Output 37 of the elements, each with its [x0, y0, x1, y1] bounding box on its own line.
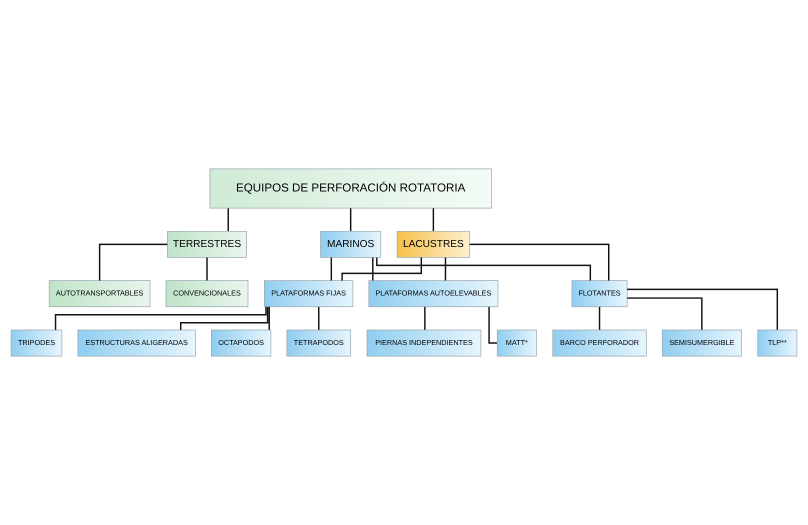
connector	[424, 306, 426, 330]
connector	[318, 306, 320, 330]
connector	[627, 297, 703, 330]
connector	[98, 244, 168, 280]
node-box: TLP**	[757, 330, 798, 356]
connector	[268, 306, 270, 330]
node-box: OCTAPODOS	[211, 330, 272, 356]
connector	[470, 244, 610, 280]
connector	[627, 288, 778, 330]
node-box: SEMISUMERGIBLE	[662, 330, 742, 356]
node-box: FLOTANTES	[572, 280, 628, 308]
node-box: AUTOTRANSPORTABLES	[48, 280, 150, 308]
connector	[598, 306, 600, 330]
connector	[372, 258, 374, 280]
connector	[350, 208, 352, 232]
node-box: LACUSTRES	[396, 230, 470, 258]
connector	[180, 306, 268, 330]
connector	[376, 258, 592, 281]
node-box: EQUIPOS DE PERFORACIÓN ROTATORIA	[210, 168, 492, 208]
node-box: PIERNAS INDEPENDIENTES	[366, 330, 482, 356]
node-box: BARCO PERFORADOR	[552, 330, 647, 356]
connector	[488, 306, 497, 344]
connector	[432, 208, 434, 232]
node-box: PLATAFORMAS AUTOELEVABLES	[368, 280, 498, 308]
node-box: TRIPODES	[10, 330, 62, 356]
connector	[330, 258, 332, 280]
node-box: TERRESTRES	[167, 230, 247, 258]
node-box: TETRAPODOS	[286, 330, 352, 356]
connector	[206, 258, 208, 280]
node-box: PLATAFORMAS FIJAS	[264, 280, 354, 308]
node-box: ESTRUCTURAS ALIGERADAS	[78, 330, 196, 356]
connector	[228, 208, 229, 232]
node-box: CONVENCIONALES	[166, 280, 248, 308]
node-box: MARINOS	[320, 230, 382, 258]
connector	[341, 258, 422, 280]
connector	[444, 258, 446, 280]
node-box: MATT*	[496, 330, 537, 356]
